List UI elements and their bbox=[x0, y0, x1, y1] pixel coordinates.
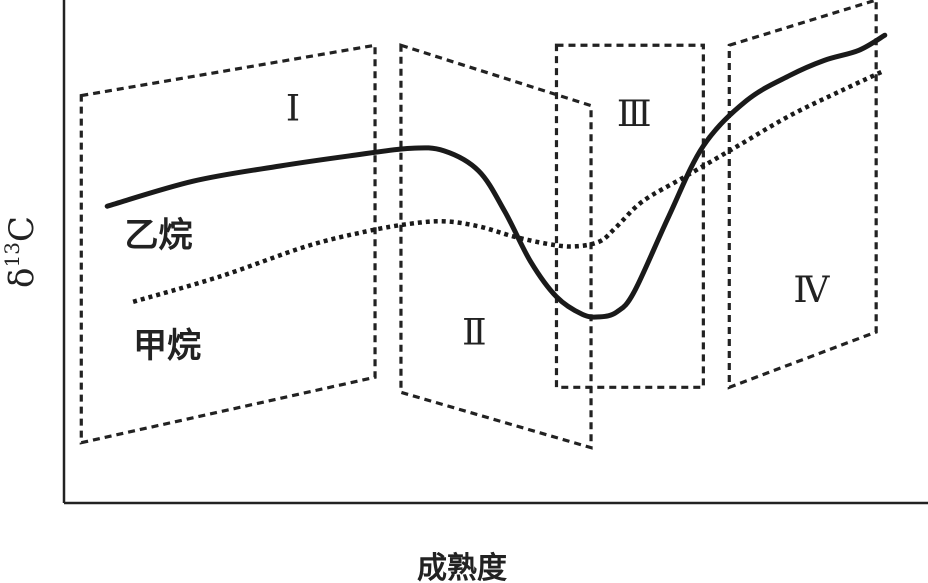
svg-text:δ13C: δ13C bbox=[0, 216, 42, 288]
zone-label-4: Ⅳ bbox=[793, 270, 830, 311]
series-line-2 bbox=[132, 68, 886, 304]
zones bbox=[79, 0, 878, 450]
zone-label-1: Ⅰ bbox=[286, 89, 300, 130]
y-axis-title-tail: C bbox=[2, 216, 42, 242]
zone-3 bbox=[554, 43, 705, 389]
y-axis-title: δ13C bbox=[0, 216, 42, 288]
zone-4 bbox=[727, 0, 878, 390]
axes bbox=[62, 0, 928, 505]
y-axis-title-delta: δ bbox=[2, 267, 42, 287]
zone-2 bbox=[399, 43, 593, 450]
y-axis-title-sup: 13 bbox=[0, 242, 24, 267]
series-label-1: 乙烷 bbox=[124, 215, 192, 255]
series-group bbox=[104, 32, 888, 320]
zone-label-2: Ⅱ bbox=[462, 313, 486, 354]
series-line-1 bbox=[104, 32, 888, 320]
zone-1 bbox=[79, 43, 377, 445]
x-axis-title: 成熟度 bbox=[417, 551, 507, 583]
zone-label-3: Ⅲ bbox=[617, 94, 652, 135]
series-label-2: 甲烷 bbox=[133, 326, 201, 366]
